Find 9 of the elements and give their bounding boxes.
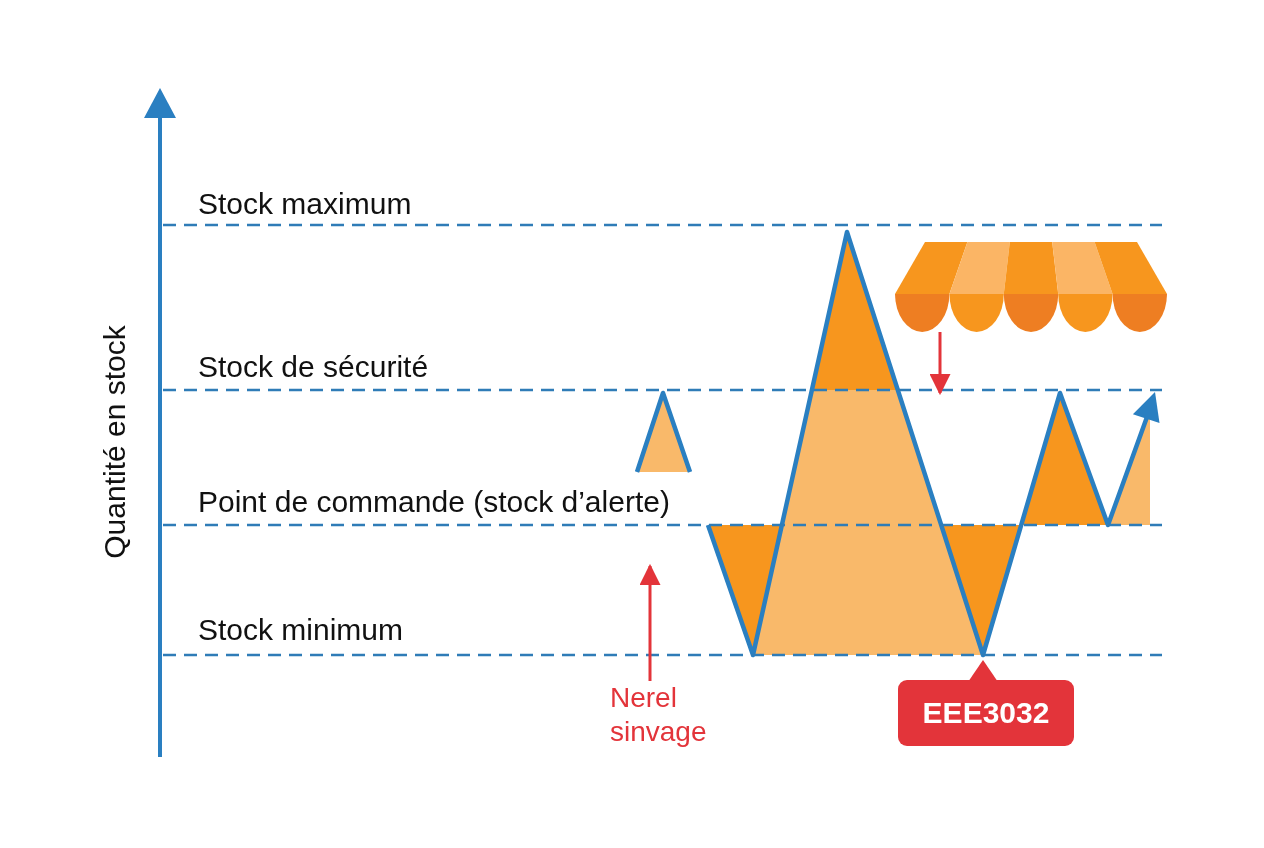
arrow [929,332,951,396]
arrow [639,563,661,681]
level-label: Stock minimum [198,612,404,648]
awning-illustration [895,242,1167,332]
level-label: Stock de sécurité [198,349,429,385]
axis-title: Quantité en stock [97,325,132,559]
annotation-text: Nerel sinvage [610,681,740,749]
level-label: Stock maximum [198,186,412,222]
level-label: Point de commande (stock d’alerte) [198,484,670,520]
